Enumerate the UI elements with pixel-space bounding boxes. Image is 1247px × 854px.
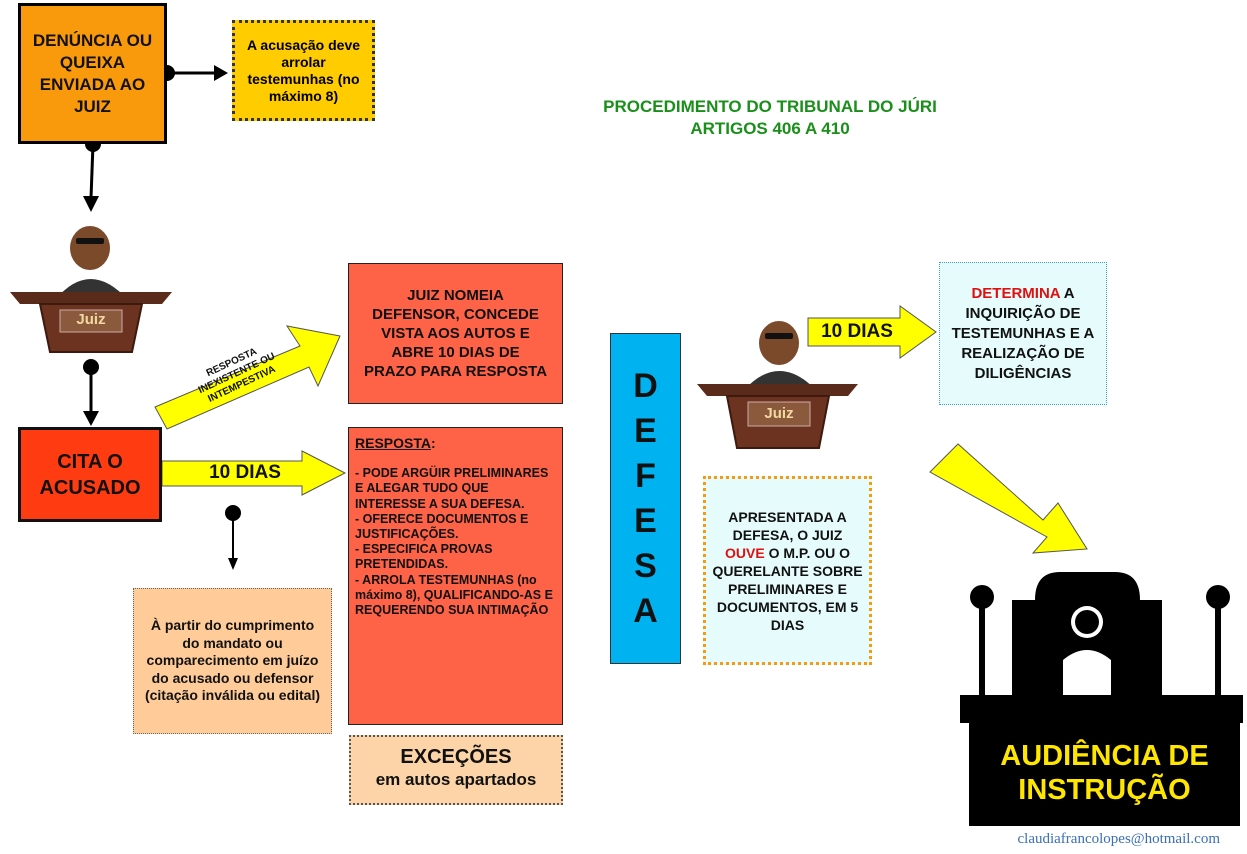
determina-box: DETERMINA A INQUIRIÇÃO DE TESTEMUNHAS E … xyxy=(939,262,1107,405)
resposta-heading: RESPOSTA xyxy=(355,435,431,451)
resposta-item-4: - ARROLA TESTEMUNHAS (no máximo 8), QUAL… xyxy=(355,572,553,618)
defesa-letter-4: E xyxy=(634,501,657,540)
defesa-letter-1: D xyxy=(633,366,658,405)
connector-juiz-cita xyxy=(83,359,99,426)
defesa-box: D E F E S A xyxy=(610,333,681,664)
arrow-resposta-inexistente xyxy=(154,325,341,430)
denuncia-box: DENÚNCIA OU QUEIXA ENVIADA AO JUIZ xyxy=(18,3,167,144)
audiencia-box: AUDIÊNCIA DE INSTRUÇÃO xyxy=(969,720,1240,826)
author-email: claudiafrancolopes@hotmail.com xyxy=(1017,831,1221,847)
defesa-letter-5: S xyxy=(634,546,657,585)
title-line-1: PROCEDIMENTO DO TRIBUNAL DO JÚRI xyxy=(603,97,937,116)
judge-podium-illustration-1 xyxy=(10,226,172,353)
resposta-box: RESPOSTA: - PODE ARGÜIR PRELIMINARES E A… xyxy=(348,427,563,725)
determina-highlight: DETERMINA xyxy=(971,284,1061,302)
arrow-10-dias-2 xyxy=(807,305,937,359)
connector-denuncia-juiz xyxy=(83,136,101,212)
title-line-2: ARTIGOS 406 A 410 xyxy=(690,119,850,138)
courtroom-silhouette-illustration xyxy=(960,572,1243,723)
resposta-item-2: - OFERECE DOCUMENTOS E JUSTIFICAÇÕES. xyxy=(355,511,529,542)
resposta-item-1: - PODE ARGÜIR PRELIMINARES E ALEGAR TUDO… xyxy=(355,466,549,511)
arrow-to-audiencia xyxy=(929,443,1088,554)
arrow-10-dias-1-label: 10 DIAS xyxy=(209,462,281,483)
apresentada-text-1: APRESENTADA A DEFESA, O JUIZ xyxy=(728,508,847,543)
cita-acusado-box: CITA O ACUSADO xyxy=(18,427,162,522)
resposta-item-3: - ESPECIFICA PROVAS PRETENDIDAS. xyxy=(355,542,493,572)
defesa-letter-6: A xyxy=(633,591,658,630)
connector-denuncia-acusacao xyxy=(159,65,228,81)
determina-text: A INQUIRIÇÃO DE TESTEMUNHAS E A REALIZAÇ… xyxy=(951,284,1095,382)
apresentada-text-2: O M.P. OU O QUERELANTE SOBRE PRELIMINARE… xyxy=(712,544,863,633)
arrow-10-dias-2-label: 10 DIAS xyxy=(821,321,893,342)
excecoes-title: EXCEÇÕES xyxy=(400,746,512,768)
judge-label-2: Juiz xyxy=(764,405,794,422)
a-partir-note: À partir do cumprimento do mandato ou co… xyxy=(133,588,332,734)
arrow-10-dias-1 xyxy=(161,450,347,496)
juiz-nomeia-box: JUIZ NOMEIA DEFENSOR, CONCEDE VISTA AOS … xyxy=(348,263,563,404)
judge-label-1: Juiz xyxy=(76,311,106,328)
acusacao-note: A acusação deve arrolar testemunhas (no … xyxy=(232,20,375,121)
page-title: PROCEDIMENTO DO TRIBUNAL DO JÚRI ARTIGOS… xyxy=(545,96,995,140)
defesa-letter-2: E xyxy=(634,411,657,450)
connector-cita-apartir xyxy=(225,505,241,570)
excecoes-subtitle: em autos apartados xyxy=(375,770,537,789)
defesa-letter-3: F xyxy=(635,456,656,495)
apresentada-highlight: OUVE xyxy=(725,544,765,561)
judge-podium-illustration-2 xyxy=(697,321,858,449)
excecoes-box: EXCEÇÕES em autos apartados xyxy=(349,735,563,805)
apresentada-box: APRESENTADA A DEFESA, O JUIZ OUVE O M.P.… xyxy=(703,476,872,665)
